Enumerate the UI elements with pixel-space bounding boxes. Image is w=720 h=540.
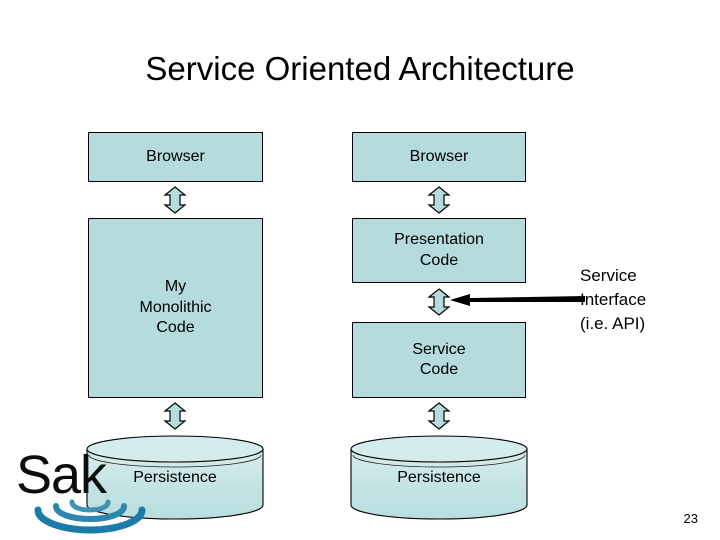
logo: Sak: [16, 445, 151, 534]
monolithic-browser-box: Browser: [88, 132, 263, 182]
double-headed-arrow-icon: [422, 402, 456, 430]
monolithic-code-box: My Monolithic Code: [88, 218, 263, 398]
service-code-box: Service Code: [352, 322, 526, 398]
persistence-label: Persistence: [397, 469, 481, 486]
double-headed-arrow-icon: [158, 186, 192, 214]
double-headed-arrow-icon: [422, 288, 456, 316]
soa-browser-box: Browser: [352, 132, 526, 182]
monolithic-persistence-cylinder: Persistence: [85, 435, 265, 523]
page-title: Service Oriented Architecture: [145, 50, 575, 87]
persistence-label: Persistence: [133, 469, 217, 486]
double-headed-arrow-icon: [422, 186, 456, 214]
service-interface-label: Service Interface (i.e. API): [580, 266, 647, 334]
soa-persistence-cylinder: Persistence: [349, 435, 529, 523]
double-headed-arrow-icon: [158, 402, 192, 430]
page-number: 23: [683, 511, 698, 526]
presentation-code-box: Presentation Code: [352, 218, 526, 283]
service-interface-pointer-arrow-icon: [440, 282, 585, 318]
ripple-waves-icon: [30, 492, 150, 534]
logo-wordmark: Sak: [16, 445, 107, 505]
